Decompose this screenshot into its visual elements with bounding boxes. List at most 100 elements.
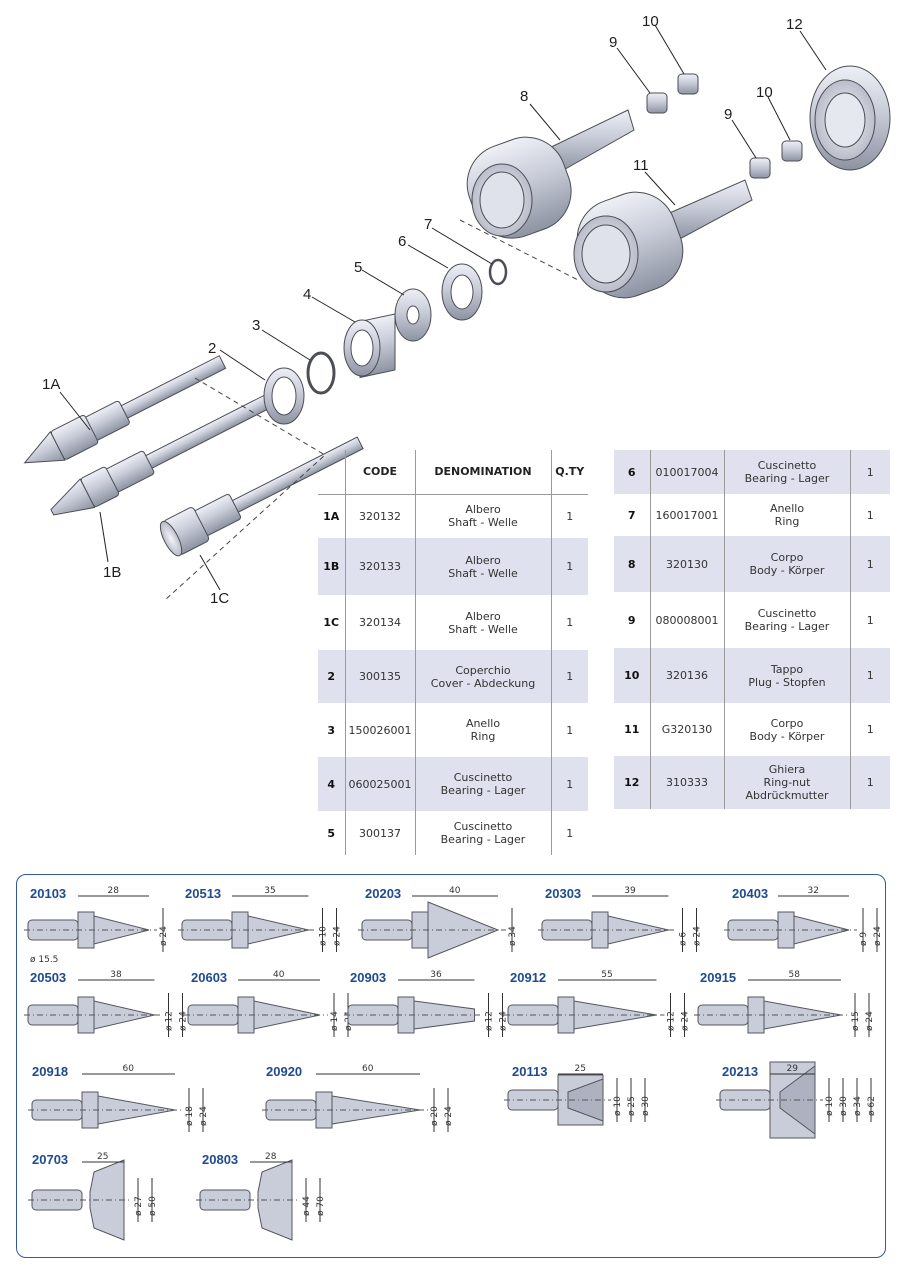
variant-code: 20803 bbox=[202, 1152, 238, 1167]
denomination-line: Coperchio bbox=[455, 663, 511, 677]
variant-code: 20513 bbox=[185, 886, 221, 901]
part-code: 310333 bbox=[649, 756, 724, 809]
variant-code: 20912 bbox=[510, 970, 546, 985]
callout-9-right: 9 bbox=[724, 106, 733, 123]
part-number: 1B bbox=[318, 538, 345, 595]
diameter-dimension: ø 30 bbox=[839, 1096, 849, 1116]
part-number: 9 bbox=[627, 613, 636, 627]
part-number: 11 bbox=[624, 723, 640, 736]
part-number: 4 bbox=[318, 757, 345, 811]
part-code: 010017004 bbox=[649, 450, 724, 494]
diameter-dimension: ø 50 bbox=[148, 1196, 158, 1216]
length-dimension: 60 bbox=[362, 1064, 374, 1074]
callout-9-top: 9 bbox=[609, 34, 618, 51]
part-number: 1A bbox=[323, 509, 340, 523]
callout-7: 7 bbox=[424, 216, 433, 233]
callout-8: 8 bbox=[520, 88, 529, 105]
denomination-line: Corpo bbox=[770, 716, 804, 730]
part-code: 060025001 bbox=[344, 757, 415, 811]
callout-2: 2 bbox=[208, 340, 217, 357]
part-qty: 1 bbox=[849, 648, 890, 703]
denomination-line: Cuscinetto bbox=[757, 459, 817, 472]
part-number: 3 bbox=[327, 723, 336, 737]
part-number: 7 bbox=[627, 508, 636, 522]
denomination-line: Anello bbox=[465, 717, 501, 730]
part-number: 10 bbox=[614, 648, 650, 703]
variant-code: 20703 bbox=[32, 1152, 68, 1167]
length-dimension: 25 bbox=[97, 1152, 108, 1162]
callout-1a: 1A bbox=[42, 376, 61, 393]
variant-code: 20503 bbox=[30, 970, 66, 985]
variant-code: 20903 bbox=[350, 970, 386, 985]
part-qty: 1 bbox=[550, 650, 588, 703]
denomination-line: Albero bbox=[465, 503, 501, 517]
length-dimension: 35 bbox=[264, 886, 275, 896]
exploded-view-diagram bbox=[23, 24, 891, 601]
diameter-dimension: ø 44 bbox=[302, 1196, 312, 1216]
length-dimension: 25 bbox=[575, 1064, 586, 1074]
part-code: 320136 bbox=[649, 648, 724, 703]
denomination-line: Shaft - Welle bbox=[448, 622, 518, 636]
plug-10-right bbox=[781, 140, 803, 162]
variant-code: 20303 bbox=[545, 886, 581, 901]
part-qty: 1 bbox=[550, 494, 588, 538]
variant-code: 20920 bbox=[266, 1064, 302, 1079]
diameter-dimension: ø 12 bbox=[485, 1011, 495, 1031]
part-qty: 1 bbox=[550, 538, 588, 595]
denomination-line: Albero bbox=[465, 553, 501, 567]
diameter-dimension: ø 62 bbox=[867, 1096, 877, 1116]
denomination-line: Body - Körper bbox=[749, 729, 825, 743]
part-qty: 1 bbox=[849, 536, 890, 592]
length-dimension: 32 bbox=[808, 886, 819, 896]
variant-code: 20113 bbox=[512, 1064, 547, 1079]
length-dimension: 36 bbox=[430, 970, 442, 980]
length-dimension: 29 bbox=[787, 1064, 799, 1074]
part-qty: 1 bbox=[849, 450, 890, 494]
denomination-line: Body - Körper bbox=[749, 564, 825, 577]
denomination-line: Shaft - Welle bbox=[448, 566, 518, 580]
length-dimension: 60 bbox=[123, 1064, 135, 1074]
part-code: 080008001 bbox=[649, 592, 724, 648]
part-code: G320130 bbox=[649, 703, 724, 756]
part-number: 5 bbox=[327, 826, 336, 840]
callout-1c: 1C bbox=[210, 590, 230, 607]
diameter-dimension: ø 24 bbox=[444, 1106, 454, 1126]
denomination-line: Cuscinetto bbox=[757, 607, 817, 620]
callout-4: 4 bbox=[303, 286, 312, 303]
diameter-dimension: ø 18 bbox=[185, 1106, 195, 1126]
ring-nut-12 bbox=[809, 65, 891, 171]
denomination-line: Anello bbox=[769, 502, 805, 515]
variant-code: 20918 bbox=[32, 1064, 68, 1079]
part-qty: 1 bbox=[849, 494, 890, 536]
length-dimension: 55 bbox=[601, 970, 612, 980]
denomination-line: Ring bbox=[774, 515, 800, 528]
diameter-dimension: ø 6 bbox=[679, 932, 689, 946]
part-qty: 1 bbox=[550, 757, 588, 811]
shaft-1a bbox=[23, 355, 227, 464]
length-dimension: 38 bbox=[110, 970, 122, 980]
ring-3 bbox=[306, 351, 336, 395]
variant-code: 20213 bbox=[722, 1064, 758, 1079]
callout-3: 3 bbox=[252, 317, 261, 334]
